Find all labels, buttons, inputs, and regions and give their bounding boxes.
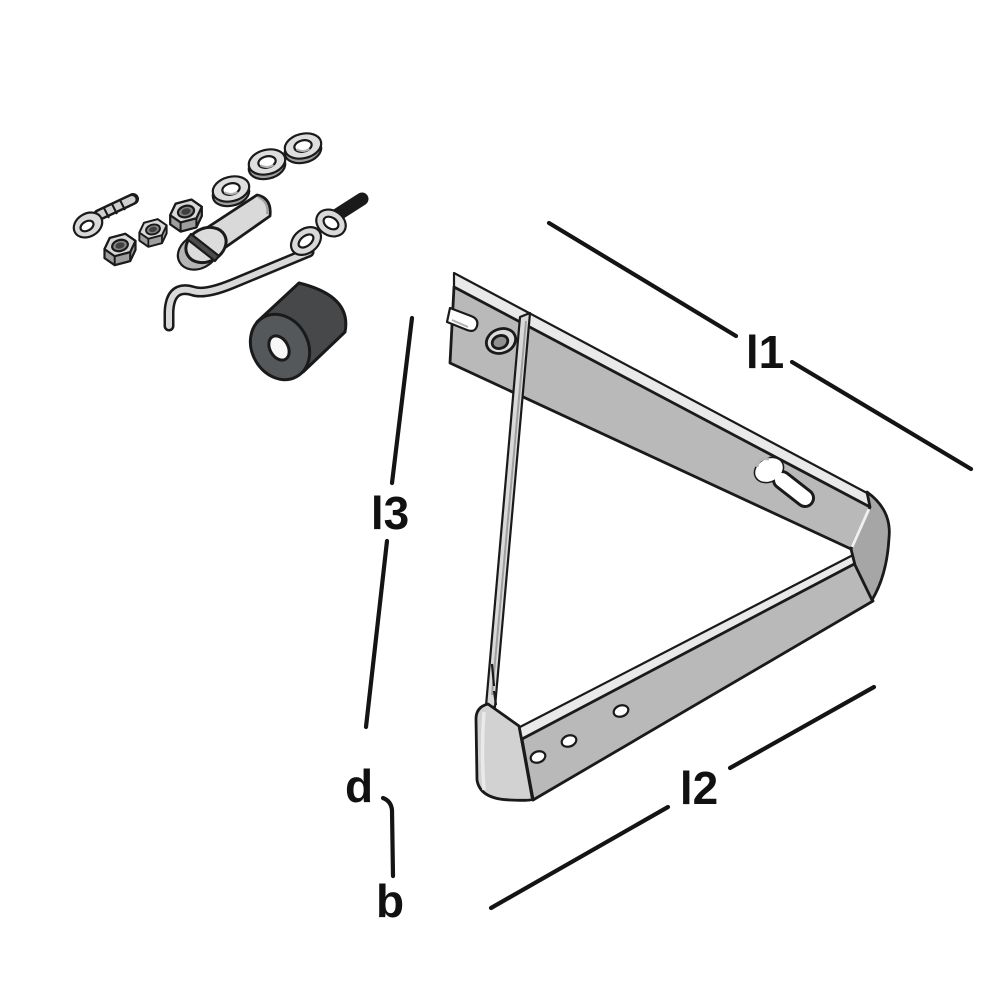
dim-line-l2-a (488, 804, 671, 911)
bracket-corner-cap (474, 702, 535, 802)
keyhole-slot (753, 456, 815, 508)
chain-link-left-hole (297, 233, 315, 249)
mounting-notch (445, 306, 479, 332)
dim-label-b: b (376, 875, 404, 927)
bottom-hole-1 (529, 750, 547, 764)
eye-bolt-threads (103, 199, 126, 219)
pin-tip-line (257, 196, 269, 215)
dim-line-l3-a (389, 315, 415, 486)
notch-lip (451, 319, 469, 328)
slotted-clevis-pin (176, 193, 272, 271)
hex-nut-large (169, 198, 203, 233)
washer-3 (280, 128, 326, 168)
triangular-bracket (445, 271, 891, 802)
dim-label-d: d (345, 760, 373, 812)
bracket-right-bend (849, 490, 891, 602)
cap-highlight (480, 711, 486, 791)
dim-label-l2: l2 (680, 762, 718, 814)
dim-label-l1: l1 (746, 326, 784, 378)
bottom-arm-holes (529, 704, 630, 764)
strut-slot-dashes (490, 663, 498, 706)
chain-links (289, 208, 347, 256)
cap-edge-line (517, 725, 534, 799)
hook-rod-fill (166, 249, 312, 329)
dim-line-d-b (380, 795, 396, 879)
eye-bolt (72, 193, 139, 239)
bottom-hole-2 (560, 734, 578, 748)
roller-hole (267, 334, 291, 362)
bracket-bend-highlight (850, 508, 871, 548)
keyhole-rim-shadow (755, 457, 770, 468)
dim-line-l2-b (727, 684, 877, 771)
hole-ring-inner (490, 334, 510, 350)
bottom-hole-3 (612, 704, 630, 718)
strut-inner-line (491, 320, 527, 696)
dim-line-l1-a (546, 220, 739, 339)
dimensions: l1 l2 l3 d b (345, 220, 974, 927)
keyhole-circle-fill (755, 458, 783, 482)
chain-link-right-hole (322, 215, 340, 231)
mounting-hole-ring (484, 327, 518, 355)
threaded-stud (330, 192, 369, 222)
hex-nut-medium (138, 218, 168, 248)
keyhole-slot-fill (775, 473, 812, 505)
washer-2 (244, 144, 290, 184)
hardware-parts-group (72, 128, 369, 382)
dim-label-l3: l3 (371, 487, 409, 539)
dim-line-l1-b (789, 359, 974, 472)
pin-slot (185, 232, 221, 263)
rubber-roller (248, 281, 348, 382)
dim-line-l3-b (363, 538, 390, 730)
hex-nut-small (103, 232, 137, 267)
hook-rod (163, 246, 315, 332)
eye-bolt-ring-hole (79, 219, 95, 233)
notch-opening (445, 306, 479, 332)
bracket-bottom-arm-edge (516, 553, 860, 741)
